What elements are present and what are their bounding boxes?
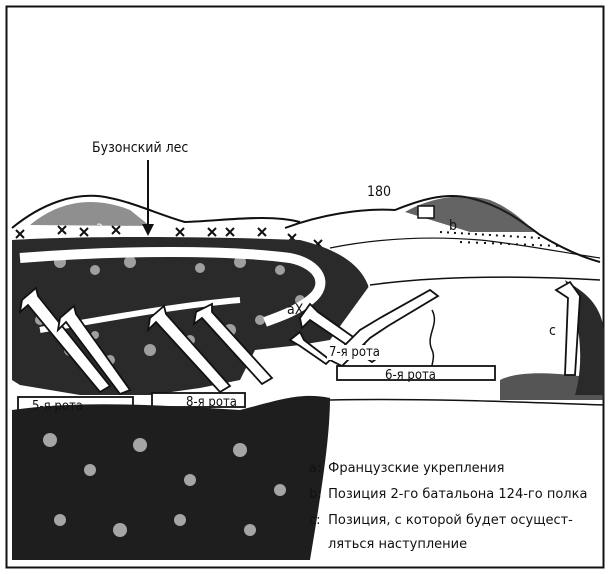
- legend-b: b: Позиция 2-го батальона 124-го полка: [309, 486, 587, 503]
- legend-a: a: Французские укрепления: [309, 460, 504, 477]
- french-fort-label-2: a: [96, 220, 104, 235]
- legend-c: c: Позиция, с которой будет осущест-: [309, 512, 573, 529]
- legend-a-text: Французские укрепления: [328, 461, 505, 476]
- company-8-label: 8-я рота: [186, 395, 237, 410]
- legend-c-key: c:: [309, 513, 321, 528]
- position-b-label: b: [449, 218, 457, 234]
- arrow-5-company-a: [18, 286, 112, 394]
- company-7-label: 7-я рота: [327, 345, 382, 360]
- arrow-5-company-b: [56, 304, 132, 396]
- legend-c-text: Позиция, с которой будет осущест-: [328, 513, 573, 528]
- hill-180-woods: [405, 196, 535, 232]
- arrow-c: [554, 280, 581, 376]
- legend-b-key: b:: [309, 487, 322, 502]
- company-6-label: 6-я рота: [385, 368, 436, 383]
- field-edge: [369, 276, 601, 286]
- position-b-dots: [439, 231, 541, 239]
- forest-pointer-head: [142, 224, 154, 236]
- company-5-label: 5-я рота: [32, 399, 83, 414]
- position-c-label: c: [549, 323, 556, 339]
- height-180-label: 180: [367, 184, 392, 200]
- french-fort-label-3: a: [242, 222, 250, 237]
- french-fort-label-4: aX: [287, 302, 304, 318]
- arrow-8-company-b: [192, 302, 274, 386]
- company-6-box: [336, 365, 496, 381]
- ridge-line: [329, 237, 601, 259]
- arrow-8-company-a: [146, 304, 232, 394]
- legend-c-continued: ляться наступление: [328, 537, 468, 552]
- legend-a-key: a:: [309, 461, 322, 476]
- road-curve: [19, 247, 326, 327]
- building-b: [417, 205, 435, 219]
- legend-b-text: Позиция 2-го батальона 124-го полка: [328, 487, 588, 502]
- french-fort-label-1: a: [40, 222, 48, 237]
- foreground-texture: [43, 433, 286, 537]
- position-b-dots-2: [459, 241, 561, 247]
- foreground-edge: [329, 398, 605, 406]
- left-hill-shade: [30, 202, 150, 226]
- foreground-slope: [12, 395, 330, 560]
- right-bushes: [500, 373, 604, 400]
- company-8-box: [151, 392, 246, 408]
- inner-clearing: [39, 297, 241, 333]
- forest-label: Бузонский лес: [92, 140, 189, 156]
- frame-border: [5, 5, 605, 569]
